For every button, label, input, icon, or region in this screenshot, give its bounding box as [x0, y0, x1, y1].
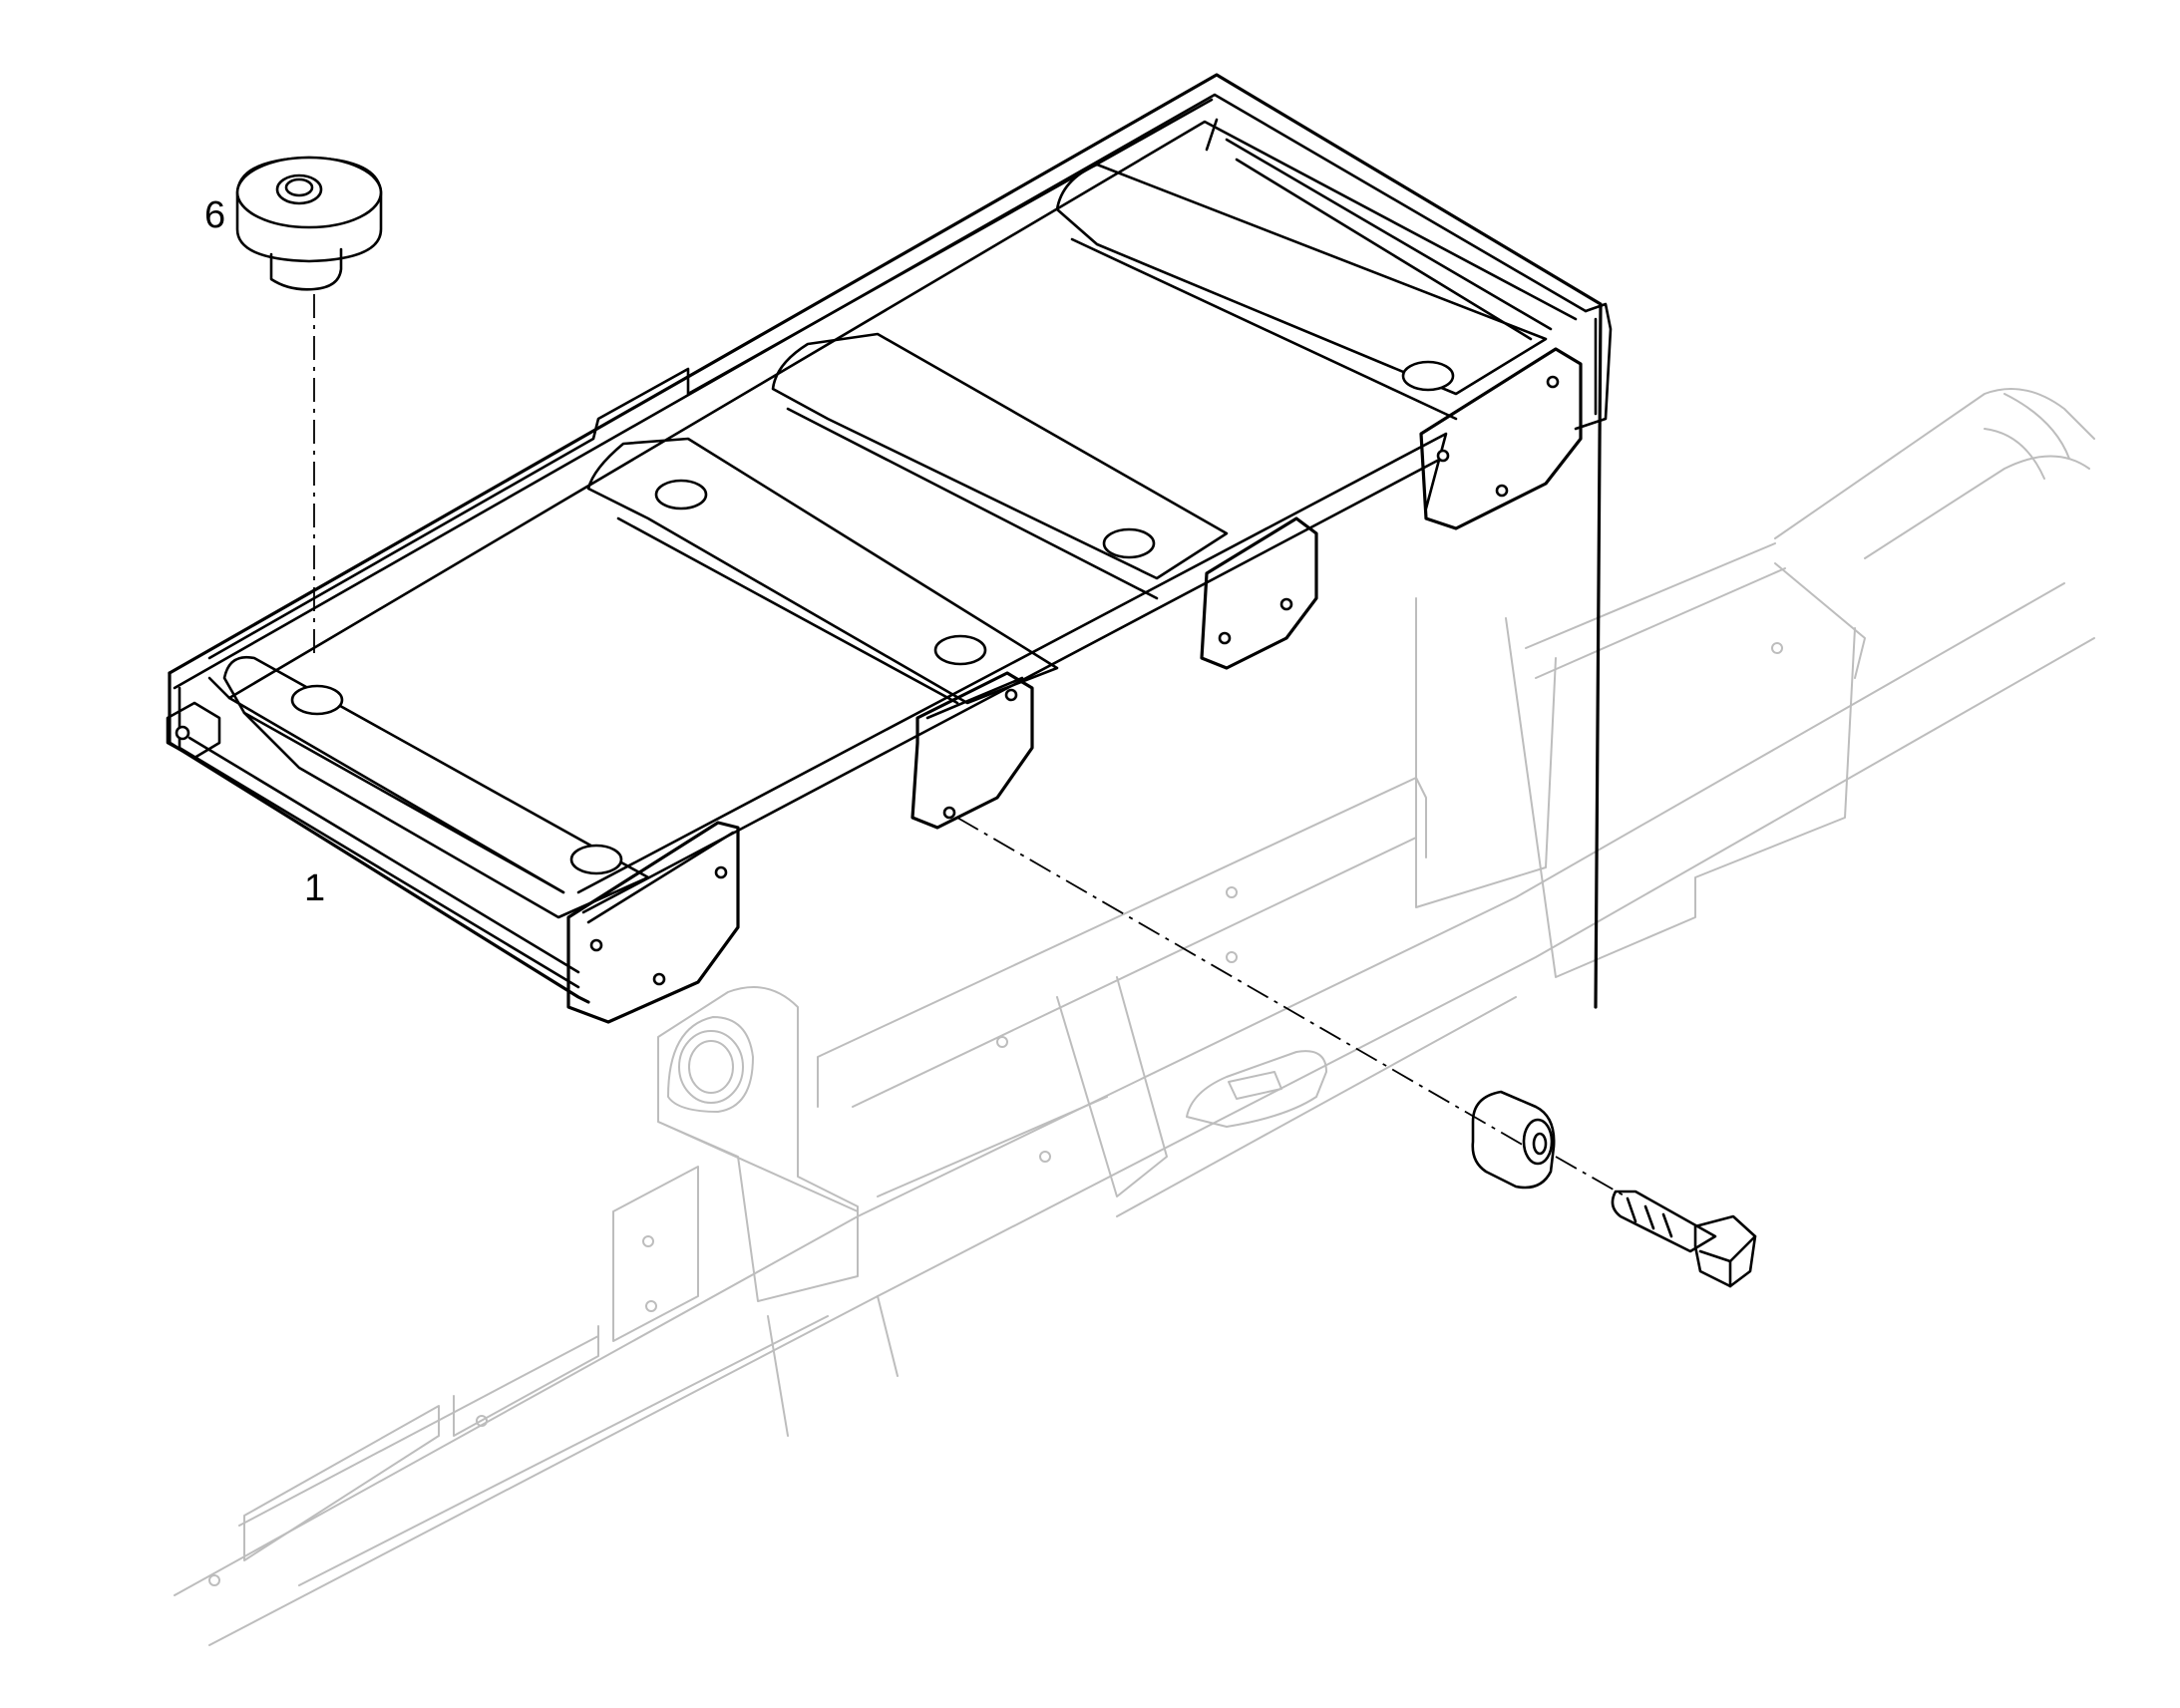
- rubber-grommet: [235, 156, 383, 291]
- hex-bolt: [1611, 1190, 1757, 1288]
- leader-lines: [313, 294, 1627, 1197]
- spacer-bushing: [1471, 1090, 1556, 1190]
- machine-frame-context: [174, 388, 2095, 1646]
- callout-part-1: 1: [304, 867, 326, 909]
- callout-part-6: 6: [204, 194, 226, 236]
- tray-assembly: [166, 73, 1613, 1024]
